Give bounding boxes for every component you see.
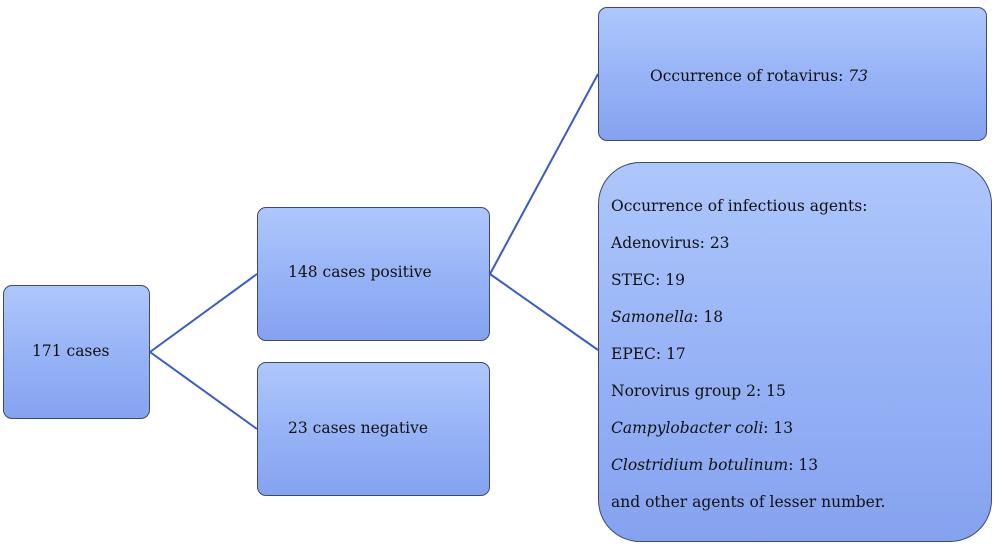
connector-root-to-positive [149, 273, 258, 353]
agent-item: Adenovirus: 23 [611, 233, 886, 270]
agent-count: : 19 [655, 271, 686, 289]
connector-positive-to-rotavirus [489, 73, 599, 275]
agent-count: : 17 [655, 345, 686, 363]
node-total-cases-label: 171 cases [32, 342, 110, 360]
agent-name: Campylobacter coli [611, 419, 764, 437]
agent-name: EPEC [611, 345, 656, 363]
node-rotavirus: Occurrence of rotavirus: 73 [598, 7, 987, 141]
agent-count: : 13 [788, 456, 819, 474]
agent-name: Clostridium botulinum [611, 456, 789, 474]
agent-item: Norovirus group 2: 15 [611, 381, 886, 418]
agent-name: Adenovirus [611, 234, 700, 252]
agent-item: EPEC: 17 [611, 344, 886, 381]
connector-positive-to-agents [489, 273, 599, 351]
agents-footer: and other agents of lesser number. [611, 493, 886, 511]
node-negative-cases-label: 23 cases negative [288, 419, 429, 437]
node-infectious-agents: Occurrence of infectious agents: Adenovi… [598, 162, 992, 542]
agents-heading: Occurrence of infectious agents: [611, 197, 868, 215]
agent-item: Campylobacter coli: 13 [611, 418, 886, 455]
agent-name: Samonella [611, 308, 694, 326]
node-negative-cases: 23 cases negative [257, 362, 490, 496]
agent-item: Samonella: 18 [611, 307, 886, 344]
agent-count: : 18 [693, 308, 724, 326]
node-rotavirus-label: Occurrence of rotavirus: 73 [650, 67, 868, 85]
agent-count: : 15 [755, 382, 786, 400]
agent-count: : 23 [699, 234, 730, 252]
node-total-cases: 171 cases [3, 285, 150, 419]
rotavirus-label-text: Occurrence of rotavirus: [650, 67, 849, 85]
agent-name: STEC [611, 271, 656, 289]
rotavirus-count: 73 [848, 67, 868, 85]
agent-name: Norovirus group 2 [611, 382, 756, 400]
agent-count: : 13 [763, 419, 794, 437]
agent-item: Clostridium botulinum: 13 [611, 455, 886, 492]
connector-root-to-negative [149, 351, 258, 430]
node-positive-cases-label: 148 cases positive [288, 263, 432, 281]
agent-item: STEC: 19 [611, 270, 886, 307]
infectious-agents-list: Occurrence of infectious agents: Adenovi… [611, 196, 886, 529]
node-positive-cases: 148 cases positive [257, 207, 490, 341]
